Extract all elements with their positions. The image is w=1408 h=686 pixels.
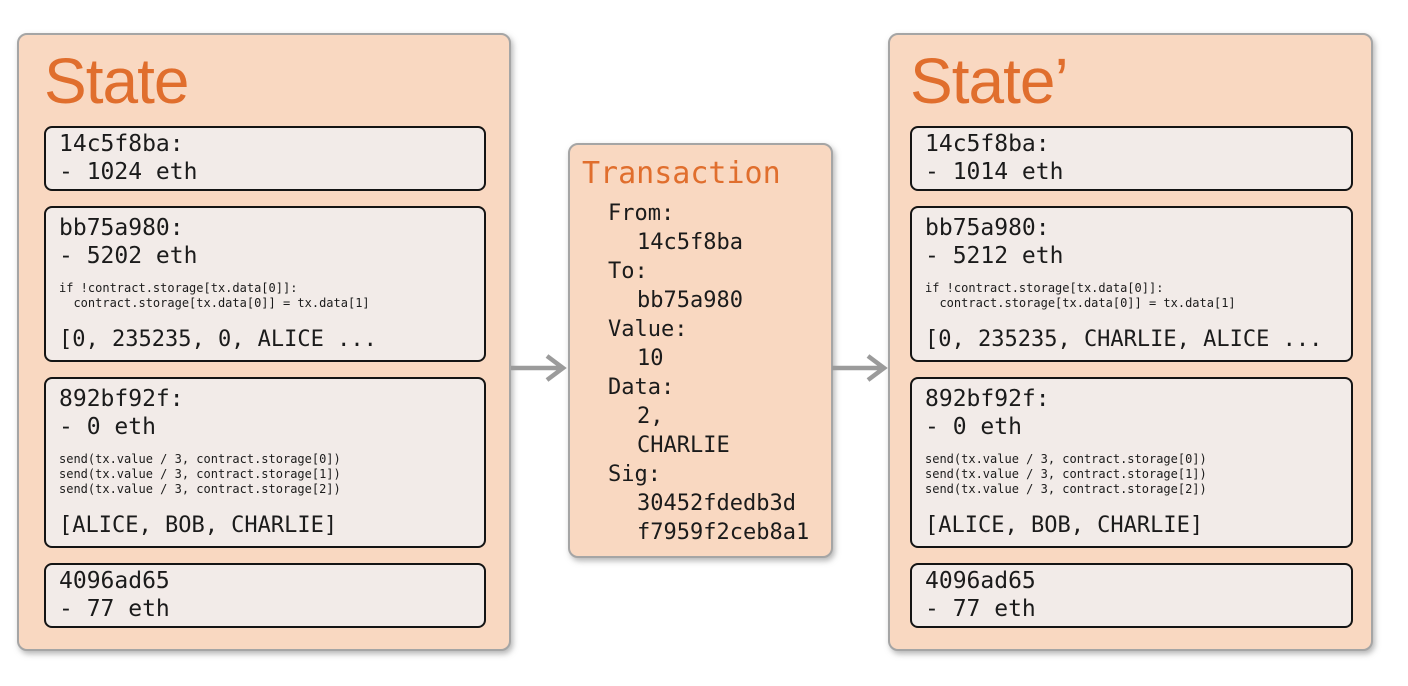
arrow-right-icon — [511, 354, 567, 382]
contract-storage: [0, 235235, 0, ALICE ... — [59, 327, 377, 352]
contract-code: send(tx.value / 3, contract.storage[0]) … — [925, 452, 1207, 496]
account-balance: - 1024 eth — [59, 159, 198, 185]
account-box: 892bf92f: - 0 eth send(tx.value / 3, con… — [44, 377, 486, 548]
account-address: bb75a980: — [925, 215, 1050, 241]
account-address: 14c5f8ba: — [59, 131, 184, 157]
account-address: 14c5f8ba: — [925, 131, 1050, 157]
tx-field-value: CHARLIE — [637, 433, 730, 458]
account-balance: - 0 eth — [925, 414, 1022, 440]
tx-field-value: 14c5f8ba — [637, 230, 743, 255]
account-box: 14c5f8ba: - 1024 eth — [44, 126, 486, 191]
account-address: 892bf92f: — [59, 386, 184, 412]
tx-field-label: Data: — [608, 375, 675, 400]
tx-field-value: 30452fdedb3d — [637, 491, 796, 516]
account-box: 892bf92f: - 0 eth send(tx.value / 3, con… — [910, 377, 1353, 548]
tx-field-label: From: — [608, 201, 675, 226]
account-balance: - 77 eth — [925, 596, 1036, 622]
contract-code: if !contract.storage[tx.data[0]]: contra… — [59, 281, 370, 310]
tx-field-value: 2, — [637, 404, 664, 429]
state-title: State — [44, 45, 189, 117]
account-balance: - 1014 eth — [925, 159, 1064, 185]
account-address: bb75a980: — [59, 215, 184, 241]
contract-storage: [ALICE, BOB, CHARLIE] — [59, 513, 338, 538]
contract-code: if !contract.storage[tx.data[0]]: contra… — [925, 281, 1236, 310]
account-balance: - 77 eth — [59, 596, 170, 622]
tx-field-value: f7959f2ceb8a1 — [637, 520, 810, 545]
account-box: 4096ad65 - 77 eth — [44, 563, 486, 628]
account-balance: - 5202 eth — [59, 243, 198, 269]
account-address: 4096ad65 — [925, 568, 1036, 594]
tx-field-value: bb75a980 — [637, 288, 743, 313]
tx-field-label: To: — [608, 259, 648, 284]
state-prime-title: State’ — [910, 45, 1069, 117]
account-box: 14c5f8ba: - 1014 eth — [910, 126, 1353, 191]
account-address: 892bf92f: — [925, 386, 1050, 412]
account-address: 4096ad65 — [59, 568, 170, 594]
contract-storage: [ALICE, BOB, CHARLIE] — [925, 513, 1204, 538]
account-box: 4096ad65 - 77 eth — [910, 563, 1353, 628]
tx-field-value: 10 — [637, 346, 664, 371]
transaction-panel: Transaction From: 14c5f8ba To: bb75a980 … — [568, 143, 833, 558]
contract-storage: [0, 235235, CHARLIE, ALICE ... — [925, 327, 1323, 352]
arrow-right-icon — [832, 354, 888, 382]
state-panel: State 14c5f8ba: - 1024 eth bb75a980: - 5… — [17, 33, 511, 651]
transaction-title: Transaction — [582, 156, 781, 191]
contract-code: send(tx.value / 3, contract.storage[0]) … — [59, 452, 341, 496]
tx-field-label: Sig: — [608, 462, 661, 487]
state-prime-panel: State’ 14c5f8ba: - 1014 eth bb75a980: - … — [888, 33, 1373, 651]
tx-field-label: Value: — [608, 317, 688, 342]
account-box: bb75a980: - 5202 eth if !contract.storag… — [44, 206, 486, 362]
account-box: bb75a980: - 5212 eth if !contract.storag… — [910, 206, 1353, 362]
account-balance: - 0 eth — [59, 414, 156, 440]
account-balance: - 5212 eth — [925, 243, 1064, 269]
